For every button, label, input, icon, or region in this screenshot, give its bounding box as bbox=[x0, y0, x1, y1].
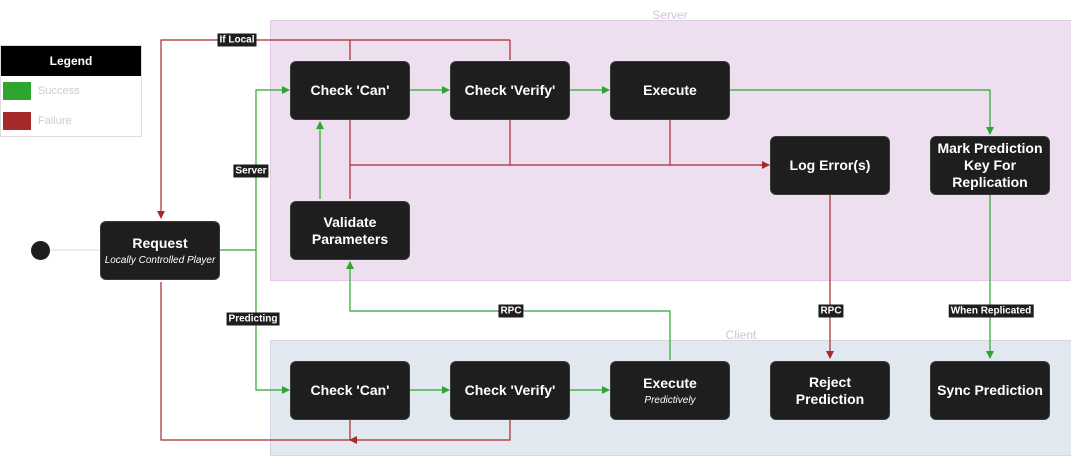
edge-split-client-check-can bbox=[255, 250, 290, 394]
log-errors-title: Log Error(s) bbox=[789, 157, 871, 173]
server-execute-node: Execute bbox=[610, 61, 730, 120]
client-check-can-title: Check 'Can' bbox=[310, 382, 390, 398]
request-node: Request Locally Controlled Player bbox=[100, 221, 220, 280]
server-region-label: Server bbox=[652, 8, 688, 22]
legend-item-label: Failure bbox=[38, 115, 72, 127]
edge-split-server-check-can bbox=[255, 86, 290, 250]
edge-if-local-loop bbox=[161, 39, 510, 218]
edge-label-if-local: If Local bbox=[217, 33, 257, 47]
sync-prediction-node: Sync Prediction bbox=[930, 361, 1050, 420]
client-region-label: Client bbox=[725, 328, 757, 342]
edge-client-fail-request bbox=[160, 282, 511, 440]
edge-server-fail-log bbox=[349, 120, 769, 199]
failure-swatch bbox=[3, 112, 31, 130]
success-swatch bbox=[3, 82, 31, 100]
validate-parameters-node: Validate Parameters bbox=[290, 201, 410, 260]
client-execute-node: Execute Predictively bbox=[610, 361, 730, 420]
legend-item-success: Success bbox=[1, 76, 141, 106]
client-execute-subtitle: Predictively bbox=[644, 394, 696, 406]
reject-prediction-title: Reject Prediction bbox=[795, 373, 865, 407]
server-check-can-node: Check 'Can' bbox=[290, 61, 410, 120]
client-check-verify-title: Check 'Verify' bbox=[464, 382, 556, 398]
legend-item-failure: Failure bbox=[1, 106, 141, 136]
server-check-verify-title: Check 'Verify' bbox=[464, 82, 556, 98]
edge-label-predicting: Predicting bbox=[226, 312, 280, 326]
edge-label-when-replicated: When Replicated bbox=[948, 304, 1034, 318]
edge-label-rpc-reject: RPC bbox=[818, 304, 844, 318]
legend: Legend Success Failure bbox=[0, 45, 142, 137]
server-execute-title: Execute bbox=[643, 82, 697, 98]
mark-prediction-node: Mark Prediction Key For Replication bbox=[930, 136, 1050, 195]
request-title: Request bbox=[132, 234, 188, 251]
client-check-verify-node: Check 'Verify' bbox=[450, 361, 570, 420]
validate-parameters-title: Validate Parameters bbox=[311, 213, 389, 247]
reject-prediction-node: Reject Prediction bbox=[770, 361, 890, 420]
edge-label-rpc-validate: RPC bbox=[498, 304, 524, 318]
server-check-verify-node: Check 'Verify' bbox=[450, 61, 570, 120]
legend-item-label: Success bbox=[38, 85, 80, 97]
sync-prediction-title: Sync Prediction bbox=[937, 382, 1043, 398]
edge-label-server: Server bbox=[233, 164, 269, 178]
legend-title: Legend bbox=[1, 46, 141, 76]
log-errors-node: Log Error(s) bbox=[770, 136, 890, 195]
request-subtitle: Locally Controlled Player bbox=[104, 254, 216, 266]
start-node bbox=[31, 241, 50, 260]
server-check-can-title: Check 'Can' bbox=[310, 82, 390, 98]
edge-server-execute-mark bbox=[730, 89, 994, 135]
client-execute-title: Execute bbox=[643, 374, 697, 391]
client-check-can-node: Check 'Can' bbox=[290, 361, 410, 420]
mark-prediction-title: Mark Prediction Key For Replication bbox=[937, 140, 1043, 190]
